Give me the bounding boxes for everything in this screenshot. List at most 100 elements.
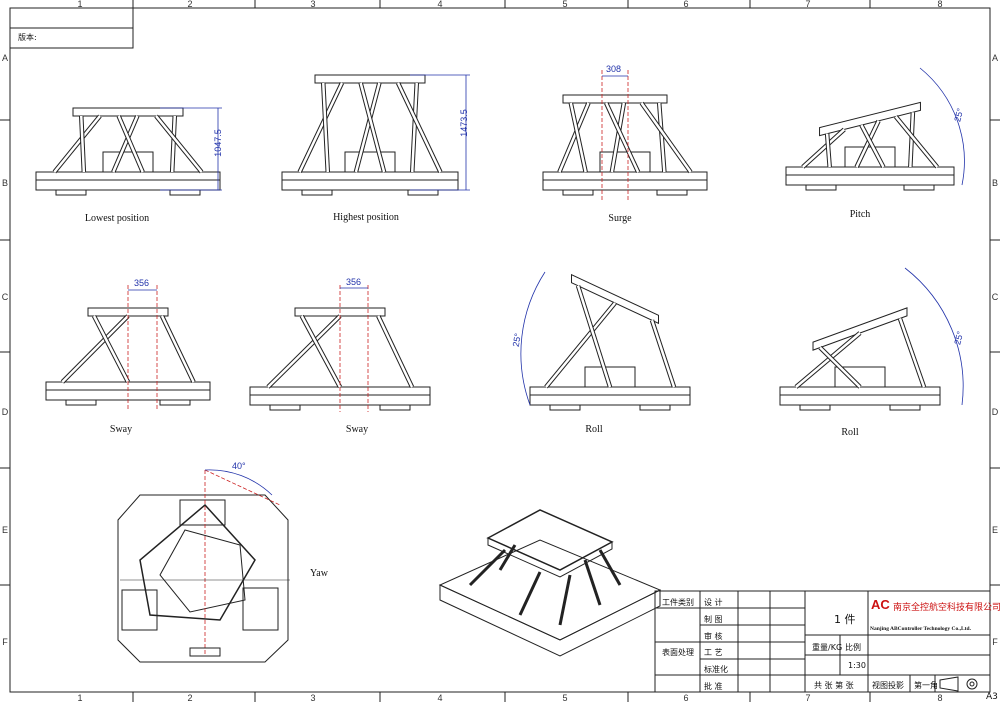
base-foot xyxy=(169,189,201,196)
base-foot xyxy=(903,184,935,191)
actuator-leg-inner xyxy=(170,115,176,173)
base-foot xyxy=(269,404,301,411)
top-platform xyxy=(570,273,660,325)
actuator-leg-inner xyxy=(410,82,418,173)
row-marker: C xyxy=(1,292,9,302)
dimension-sway-2: 356 xyxy=(346,277,362,287)
actuator-leg-inner xyxy=(605,102,640,173)
tb-quantity: 1 件 xyxy=(834,613,856,626)
top-platform xyxy=(819,101,921,137)
top-platform xyxy=(562,94,668,104)
iso-actuator xyxy=(598,549,622,586)
projection-cone xyxy=(939,676,959,692)
actuator-leg-inner xyxy=(898,318,926,388)
actuator-leg-inner xyxy=(160,315,195,383)
iso-base-side xyxy=(439,584,661,657)
actuator-leg-inner xyxy=(860,124,885,168)
actuator-leg-inner xyxy=(298,82,344,173)
actuator-leg-inner xyxy=(61,315,129,383)
actuator-leg-inner xyxy=(795,332,861,388)
tb-scale: 1:30 xyxy=(848,661,866,670)
top-platform xyxy=(812,307,908,351)
top-platform xyxy=(72,107,184,117)
column-marker: 1 xyxy=(77,693,83,702)
control-box xyxy=(344,151,396,173)
view-label-sway-2: Sway xyxy=(345,424,369,435)
projection-symbol-inner xyxy=(969,681,975,687)
base-foot xyxy=(301,189,333,196)
base-foot xyxy=(799,404,831,411)
tb-sheets: 共 张 第 张 xyxy=(814,681,854,690)
tb-process: 工 艺 xyxy=(704,648,723,657)
column-marker: 8 xyxy=(937,0,943,9)
base-foot xyxy=(407,189,439,196)
yaw-actuator-block xyxy=(121,589,158,631)
column-marker: 2 xyxy=(187,0,193,9)
yaw-actuator-block xyxy=(242,587,279,631)
row-marker: C xyxy=(991,292,999,302)
row-marker: D xyxy=(1,407,9,417)
base-foot xyxy=(562,189,594,196)
actuator-leg-inner xyxy=(819,346,861,388)
column-marker: 7 xyxy=(805,693,811,702)
iso-actuator xyxy=(468,548,507,587)
yaw-inner-frame xyxy=(159,529,246,613)
yaw-base-outline xyxy=(117,494,289,663)
control-box xyxy=(599,151,651,173)
angle-arc xyxy=(204,469,273,496)
row-marker: E xyxy=(1,525,9,535)
iso-actuator xyxy=(583,559,602,606)
actuator-leg-inner xyxy=(354,82,381,173)
iso-actuator xyxy=(558,574,572,626)
column-marker: 3 xyxy=(310,693,316,702)
column-marker: 4 xyxy=(437,693,443,702)
actuator-leg-inner xyxy=(610,102,626,173)
view-label-surge: Surge xyxy=(608,213,632,224)
column-marker: 1 xyxy=(77,0,83,9)
base-foot xyxy=(65,399,97,406)
base-foot xyxy=(656,189,688,196)
dimension-surge: 308 xyxy=(606,64,622,74)
actuator-leg-inner xyxy=(92,315,130,383)
row-marker: B xyxy=(991,178,999,188)
actuator-leg-inner xyxy=(80,115,86,173)
row-marker: F xyxy=(2,637,8,647)
view-label-lowest: Lowest position xyxy=(84,213,150,224)
actuator-leg-inner xyxy=(322,82,330,173)
actuator-leg-inner xyxy=(855,120,880,168)
column-marker: 5 xyxy=(562,0,568,9)
sheet-size: A3 xyxy=(986,692,998,702)
company-logo: AC xyxy=(871,597,890,612)
company-name-cn: 南京全控航空科技有限公司 xyxy=(893,603,1000,613)
actuator-leg-inner xyxy=(545,302,616,388)
row-marker: A xyxy=(991,53,999,63)
actuator-leg-inner xyxy=(650,319,676,388)
row-marker: F xyxy=(992,637,998,647)
base-foot xyxy=(159,399,191,406)
actuator-leg-inner xyxy=(155,115,203,173)
actuator-leg-inner xyxy=(267,315,341,388)
view-label-pitch: Pitch xyxy=(849,209,871,220)
tb-review: 审 核 xyxy=(704,632,723,641)
dimension-highest: 1473.5 xyxy=(458,109,469,137)
column-marker: 7 xyxy=(805,0,811,9)
row-marker: D xyxy=(991,407,999,417)
tb-approval: 批 准 xyxy=(704,682,723,691)
view-label-yaw: Yaw xyxy=(310,568,328,579)
tb-projection: 视图投影 xyxy=(872,681,904,690)
actuator-leg-inner xyxy=(576,285,612,388)
yaw-top-platform xyxy=(139,503,256,621)
base-foot xyxy=(889,404,921,411)
company-name-en: Nanjing ABController Technology Co.,Ltd. xyxy=(870,626,971,632)
dimension-sway-1: 356 xyxy=(134,278,150,288)
actuator-leg-inner xyxy=(909,112,915,168)
centerline xyxy=(204,469,281,506)
base-foot xyxy=(639,404,671,411)
column-marker: 8 xyxy=(937,693,943,702)
base-foot xyxy=(805,184,837,191)
yaw-actuator-block xyxy=(179,499,226,526)
actuator-leg-inner xyxy=(640,102,692,173)
control-box xyxy=(844,146,896,168)
actuator-leg-inner xyxy=(53,115,101,173)
